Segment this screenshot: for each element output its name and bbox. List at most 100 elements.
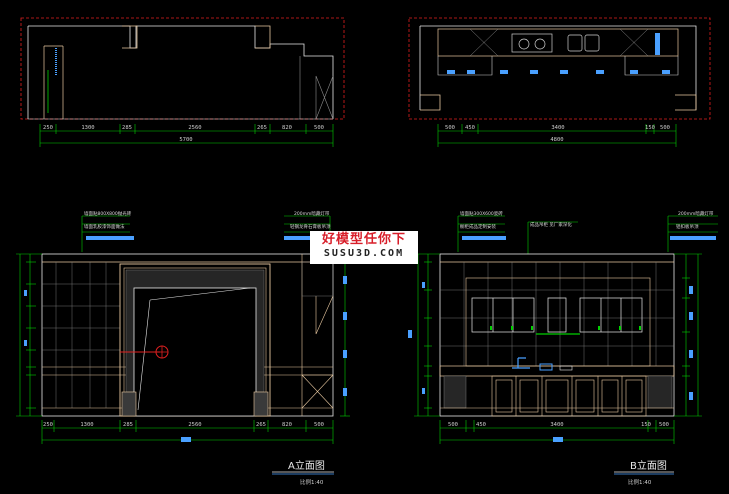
elev-b-dim-5: 500 [659, 422, 669, 428]
plan-a-dim-ticks [39, 124, 334, 147]
elev-a-dim-2: 1300 [80, 422, 93, 428]
elev-b-leader-mid [527, 221, 578, 254]
elev-a-dim-bottom-ticks [41, 420, 334, 444]
elev-b-blue-markers [408, 282, 693, 400]
plan-b-window [655, 33, 660, 55]
elev-b-dim-right [674, 253, 702, 417]
plan-a-walls [27, 25, 334, 119]
elev-b-note-mid: 成品吊柜 见厂家深化 [530, 221, 572, 228]
elev-a-blue-markers [24, 276, 347, 396]
plan-a-dim-6: 820 [282, 125, 292, 131]
plan-b-boundary [408, 17, 711, 120]
elev-b-dim-1: 500 [448, 422, 458, 428]
elev-a-note-right-1: 200mm暗藏灯带 [294, 210, 330, 217]
elev-b-cabinet-handles [490, 326, 641, 330]
plan-a-dim-total: 5700 [179, 137, 192, 143]
elev-a-right-cabinet [301, 254, 334, 416]
plan-a-pillar-left [122, 25, 138, 49]
plan-b-dim-3: 3400 [551, 125, 564, 131]
plan-b-counter [437, 28, 679, 57]
plan-a-cabinet [299, 56, 334, 120]
elev-a-note-right-2: 轻钢龙骨石膏板吊顶 [290, 223, 331, 230]
elev-b-note-left-2: 橱柜成品定制安装 [460, 223, 496, 230]
elev-b-leader-right [667, 215, 718, 252]
elev-a-note-left-1: 墙面贴800X800抛光砖 [84, 210, 132, 217]
elev-a-right-upper [301, 261, 334, 297]
elev-b-dim-bottom-ticks [439, 420, 675, 444]
plan-b-cabinet-cross [469, 28, 649, 57]
plan-b-dim-5: 500 [660, 125, 670, 131]
plan-b-columns [420, 94, 697, 111]
elev-b-dim-2: 450 [476, 422, 486, 428]
elev-b-scale: 比例1:40 [628, 478, 652, 486]
elev-b-note-right-1: 200mm暗藏灯带 [678, 210, 714, 217]
plan-b-dim-total: 4800 [550, 137, 563, 143]
plan-a-dim-2: 1300 [81, 125, 94, 131]
elev-b-faucet-icon [512, 357, 530, 369]
elev-b-pot-icon [539, 363, 573, 371]
elev-a-scale: 比例1:40 [300, 478, 324, 486]
elev-b-dim-left [414, 253, 440, 417]
elev-a-dim-total-marker [181, 437, 191, 442]
elev-b-dim-3: 3400 [550, 422, 563, 428]
watermark-logo: 好模型任你下 SUSU3D.COM [310, 231, 418, 264]
elev-a-plinth-right [253, 391, 269, 417]
elev-b-dim-total-marker [553, 437, 563, 442]
elev-a-leader-right-marker [284, 236, 326, 240]
elev-b-title: B立面图 [630, 459, 667, 472]
elev-b-leader-right-marker [670, 236, 716, 240]
elev-a-plinth-left [121, 391, 137, 417]
elev-a-leader-left-marker [86, 236, 134, 240]
elev-b-base-cabinets [491, 375, 647, 417]
elev-b-leader-left [457, 215, 505, 252]
elev-a-dim-7: 500 [314, 422, 324, 428]
elev-a-tile-grid [42, 262, 120, 408]
plan-a-boundary [20, 17, 345, 120]
plan-b: 500 450 3400 150 500 4800 [408, 17, 711, 147]
plan-a-dim-3: 285 [122, 125, 132, 131]
elev-a-dim-6: 820 [282, 422, 292, 428]
plan-b-dim-1: 500 [445, 125, 455, 131]
elev-a-leader-left [81, 215, 130, 252]
elev-b-range-hood [547, 297, 567, 333]
elev-a-dim-4: 2560 [188, 422, 201, 428]
elev-b-leader-left-marker [462, 236, 506, 240]
elev-b-backsplash-frame [465, 277, 651, 367]
plan-b-stove-icon [511, 33, 553, 53]
plan-b-base-units [437, 56, 679, 76]
elev-b-dim-4: 150 [641, 422, 651, 428]
elev-b-countertop [439, 365, 675, 377]
plan-a-dim-5: 265 [257, 125, 267, 131]
elev-b-note-left-1: 墙面贴300X600瓷砖 [460, 210, 503, 217]
plan-a-dim-4: 2560 [188, 125, 201, 131]
elev-b-wall-cabinets [471, 297, 643, 333]
elevation-a: 墙面贴800X800抛光砖 墙面乳胶漆饰面做法 200mm暗藏灯带 轻钢龙骨石膏… [16, 210, 350, 486]
plan-b-blue-markers [447, 70, 670, 74]
elev-b-left-pillar-texture [443, 375, 467, 409]
elev-a-title: A立面图 [288, 459, 325, 472]
plan-a-pillar-right [255, 25, 271, 49]
plan-a-dim-1: 250 [43, 125, 53, 131]
elev-b-right-pillar-texture [647, 375, 673, 409]
plan-b-dim-4: 150 [645, 125, 655, 131]
elev-a-section-cross [156, 346, 168, 358]
plan-a-column [43, 45, 64, 119]
elev-a-dim-1: 250 [43, 422, 53, 428]
plan-a: 250 1300 285 2560 265 820 500 5700 [20, 17, 345, 147]
elev-a-door-lines [137, 287, 251, 411]
plan-b-dim-ticks [437, 124, 677, 147]
elev-b-tile-grid [440, 262, 674, 366]
plan-b-dim-2: 450 [465, 125, 475, 131]
elevation-b: 墙面贴300X600瓷砖 橱柜成品定制安装 成品吊柜 见厂家深化 200mm暗藏… [408, 210, 718, 486]
plan-b-walls [419, 25, 697, 110]
plan-a-dim-7: 500 [314, 125, 324, 131]
elev-b-note-right-2: 铝扣板吊顶 [676, 223, 699, 230]
plan-b-sink-icon [567, 34, 600, 52]
elev-a-dim-5: 265 [256, 422, 266, 428]
elev-a-dim-3: 285 [123, 422, 133, 428]
watermark-en-text: SUSU3D.COM [323, 248, 405, 259]
elev-a-dim-left [16, 253, 42, 417]
elev-a-note-left-2: 墙面乳胶漆饰面做法 [84, 223, 125, 230]
watermark-cn-text: 好模型任你下 [321, 232, 406, 247]
